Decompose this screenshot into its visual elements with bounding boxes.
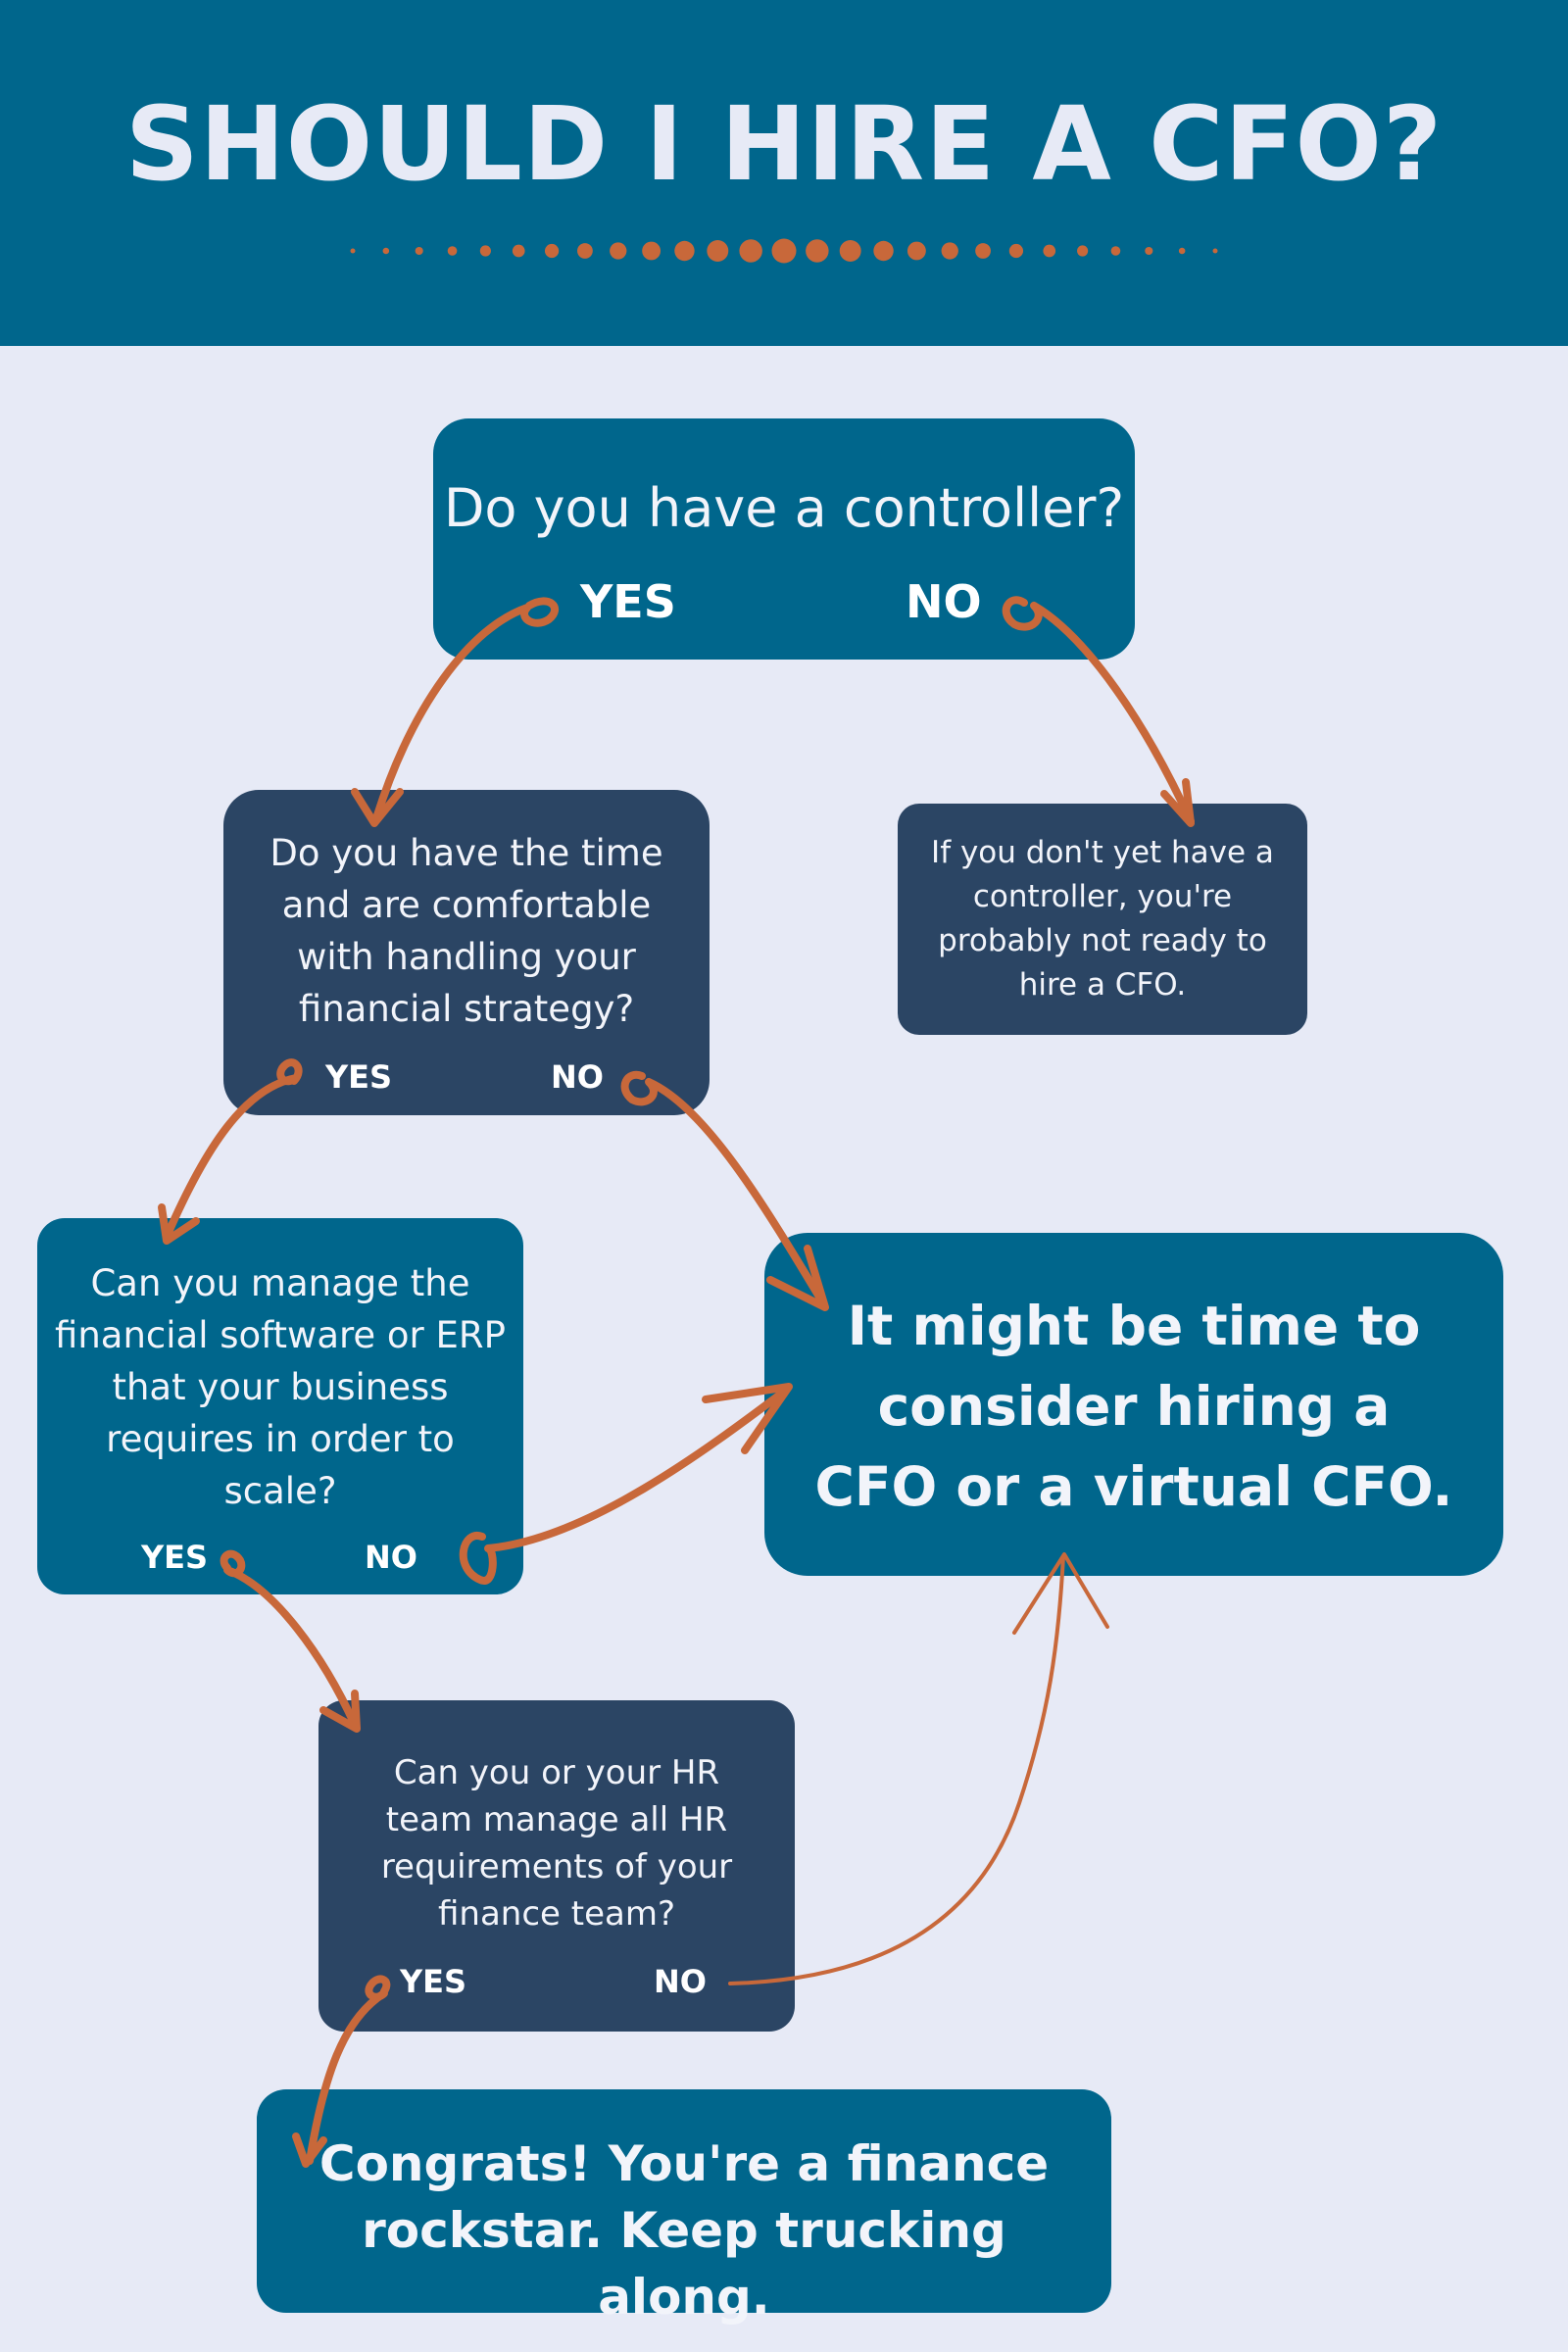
node-no-controller: If you don't yet have a controller, you'… [898, 804, 1307, 1035]
divider-dot [610, 242, 627, 260]
question-controller: Do you have a controller? [443, 477, 1125, 539]
header-banner: SHOULD I HIRE A CFO? [0, 0, 1568, 346]
divider-dot [1212, 248, 1218, 254]
divider-dot [1043, 244, 1056, 258]
node-controller: Do you have a controller? YES NO [433, 418, 1135, 660]
divider-dot [479, 245, 491, 257]
node-software: Can you manage the financial software or… [37, 1218, 523, 1594]
question-strategy: Do you have the time and are comfortable… [270, 832, 663, 1030]
divider-dot [642, 241, 662, 261]
question-software: Can you manage the financial software or… [55, 1262, 506, 1512]
no-label-strategy: NO [551, 1058, 604, 1096]
divider-dot [771, 238, 797, 264]
result-hire-cfo-text: It might be time to consider hiring a CF… [814, 1295, 1453, 1518]
no-label-hr: NO [654, 1963, 707, 2000]
divider-dot [1178, 247, 1186, 255]
divider-dot [941, 242, 958, 260]
divider-dot [873, 240, 894, 262]
divider-dot [674, 240, 695, 262]
divider-dot [1077, 245, 1089, 257]
yes-label-controller: YES [580, 575, 676, 628]
node-strategy: Do you have the time and are comfortable… [223, 790, 710, 1115]
no-label-software: NO [365, 1539, 417, 1576]
divider-dot [806, 239, 829, 263]
divider-dot [906, 241, 926, 261]
divider-dot [544, 243, 560, 259]
divider-dot [577, 243, 593, 259]
congrats-text: Congrats! You're a finance rockstar. Kee… [318, 2135, 1050, 2326]
divider-dot [512, 244, 525, 258]
divider-dot [739, 239, 762, 263]
divider-dot [382, 247, 390, 255]
divider-dot [350, 248, 356, 254]
divider-dot [415, 246, 423, 256]
yes-label-hr: YES [400, 1963, 467, 2000]
no-label-controller: NO [906, 575, 982, 628]
question-hr: Can you or your HR team manage all HR re… [380, 1753, 733, 1934]
yes-label-software: YES [141, 1539, 209, 1576]
node-congrats: Congrats! You're a finance rockstar. Kee… [257, 2089, 1111, 2326]
node-hr: Can you or your HR team manage all HR re… [318, 1700, 795, 2032]
dot-divider [350, 238, 1218, 264]
divider-dot [447, 246, 458, 256]
no-controller-text: If you don't yet have a controller, you'… [931, 835, 1274, 1003]
divider-dot [1008, 243, 1024, 259]
divider-dot [1145, 246, 1153, 256]
divider-dot [707, 240, 729, 262]
yes-label-strategy: YES [325, 1058, 393, 1096]
divider-dot [1110, 246, 1121, 256]
divider-dot [975, 243, 991, 259]
page-title: SHOULD I HIRE A CFO? [124, 84, 1444, 204]
node-result-hire-cfo: It might be time to consider hiring a CF… [764, 1233, 1503, 1576]
divider-dot [839, 240, 861, 262]
